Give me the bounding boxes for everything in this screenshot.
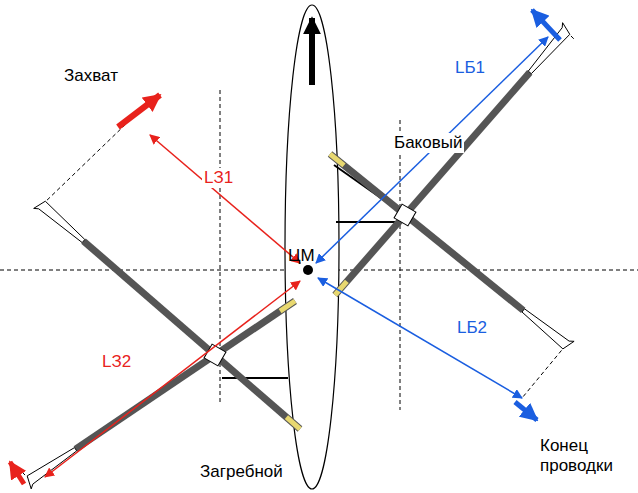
axis-line (400, 120, 401, 410)
oar-blade (27, 448, 76, 489)
oarlock (204, 344, 226, 366)
distance-line (45, 281, 300, 477)
oar-blade (34, 201, 85, 242)
boat-hull (285, 5, 339, 489)
distance-label: LЗ1 (202, 168, 235, 188)
oar-handle (280, 301, 295, 311)
oar-blade (522, 309, 574, 349)
distance-label: LБ2 (455, 318, 489, 338)
distance-line (150, 135, 300, 263)
guide-line (42, 122, 128, 205)
finish-arrow (532, 10, 560, 40)
catch-arrow (118, 95, 160, 127)
distance-label: LЗ2 (100, 352, 133, 372)
boat-direction-arrow (309, 18, 315, 85)
phase-label: Захват (62, 66, 120, 86)
finish-arrow (515, 402, 537, 420)
rigger (222, 377, 288, 379)
oarlock (394, 204, 416, 226)
phase-label: Конец проводки (538, 436, 634, 475)
distance-line (316, 37, 548, 263)
distance-label: LБ1 (453, 58, 487, 78)
guide-line (522, 345, 566, 398)
catch-arrow (10, 462, 24, 484)
distance-line (318, 278, 522, 398)
oar-handle (330, 154, 344, 165)
centre-of-mass-label: ЦМ (286, 246, 317, 266)
centre-of-mass-dot (303, 265, 313, 275)
oar-shaft (76, 301, 295, 449)
oar-shaft (330, 154, 523, 310)
rower-label: Загребной (198, 462, 285, 482)
rigger (336, 221, 402, 223)
oar-handle (286, 417, 300, 429)
rower-label: Баковый (392, 133, 464, 153)
oar-shaft (84, 241, 300, 429)
